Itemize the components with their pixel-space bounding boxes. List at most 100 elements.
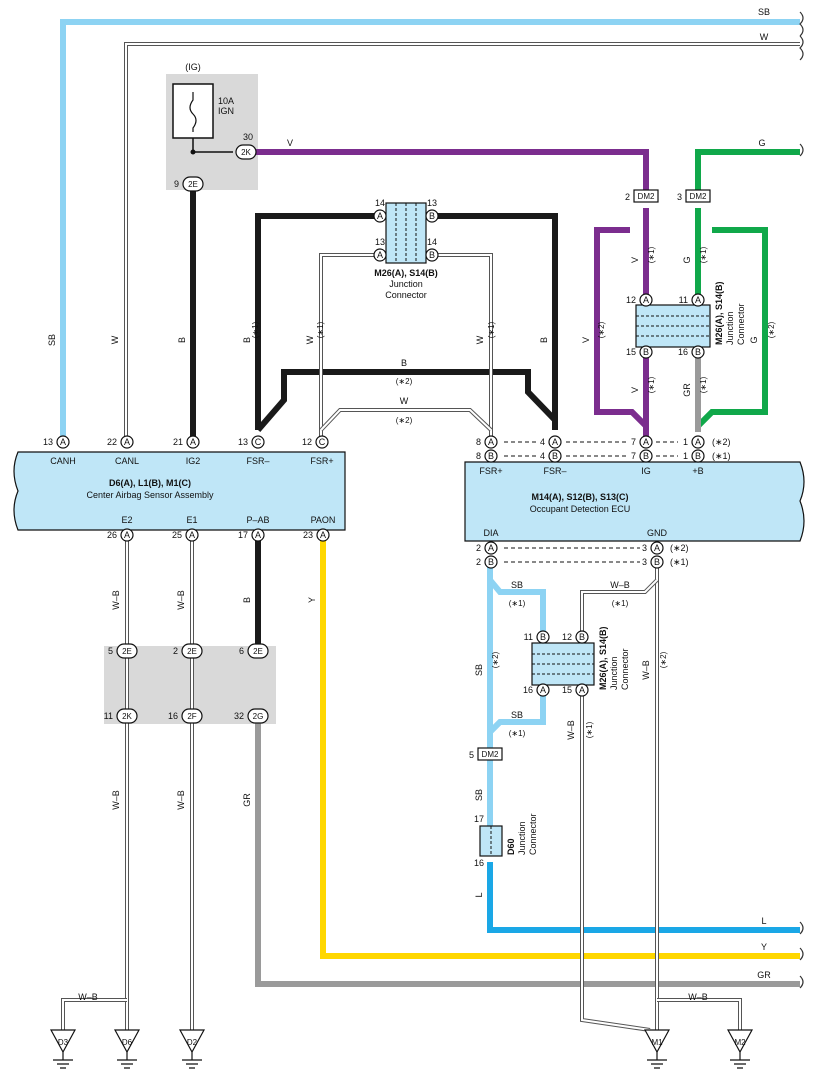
ecu-top-label-3: +B [692,466,703,476]
low-conn-num-top-1: 2 [173,646,178,656]
ca-top-pin-3-circle [251,435,265,449]
wl-h-g: G [758,138,765,148]
fuse-title: (IG) [185,62,201,72]
ca-bot-pin-1-circle [185,528,199,542]
ca-bot-label-0: E2 [121,515,132,525]
wl-h-wb-d3: W–B [78,992,98,1002]
wl-wb-e1: W–B [176,790,186,810]
d60-num-17: 17 [474,814,484,824]
wl-h-w-note: (∗2) [396,416,413,425]
wl-wb-e2: W–B [111,790,121,810]
center-airbag-title: D6(A), L1(B), M1(C) [109,478,191,488]
wl-h-b-note: (∗2) [396,377,413,386]
wire-wb-m2 [657,999,741,1030]
nl-g-1: (∗1) [699,246,708,263]
dm2-v-num: 2 [625,192,630,202]
wire-b-fsr-top-right [432,213,558,430]
ecu-top-a-1-circle [548,435,562,449]
nl-v-1: (∗1) [647,246,656,263]
low-conn-num-bot-2: 32 [234,711,244,721]
nl-sb-dia: (∗2) [491,651,500,668]
ca-top-label-0: CANH [50,456,76,466]
ecu-top-num-b-3: 1 [683,451,688,461]
junction-mid-lines [636,315,710,337]
wl-h-w: W [760,32,769,42]
jt-pin-b2: B [429,250,435,260]
low-conn-bot-0: 2K [122,712,132,721]
low-conn-num-top-2: 6 [239,646,244,656]
jm-line2: Connector [736,303,746,345]
jm-pin-b2: B [695,347,701,357]
ca-bot-pin-0-circle [120,528,134,542]
ecu-top-b-2: B [643,451,649,461]
wire-l-bottom [487,862,800,933]
ground-lines [53,1052,750,1069]
ground-label-3: M1 [651,1038,663,1047]
jt-pin-b2-circle [425,248,439,262]
ecu-gnd-b: B [654,557,660,567]
ca-bot-pin-2: A [255,530,261,540]
wl-gr-low: GR [242,793,252,807]
jl-pin-a2: A [579,685,585,695]
jl-pin-b1: B [540,632,546,642]
d60-line2: Connector [528,813,538,855]
ca-top-pin-0-circle [56,435,70,449]
low-conn-top-1-shape [181,643,203,659]
ca-top-pin-0: A [60,437,66,447]
jt-pin-a2: A [377,250,383,260]
ecu-gnd-b-circle [650,555,664,569]
jm-pin-a2: A [695,295,701,305]
ecu-bot-label-1: GND [647,528,668,538]
nl-wb-gnd: (∗2) [659,651,668,668]
conn-2k-top-shape [235,144,257,160]
wire-w-fsr-left-outline [319,253,380,441]
wl-h-sb-low: SB [511,710,523,720]
jl-pin-b1-circle [536,630,550,644]
dm2-sb-num: 5 [469,750,474,760]
nl-v-br: (∗2) [597,321,606,338]
ground-label-0: D3 [58,1038,69,1047]
ca-top-pin-1: A [124,437,130,447]
fuse-node [190,149,196,155]
wl-wb-e2-top: W–B [111,590,121,610]
wl-w-fsr-r: W [475,335,485,344]
ca-bot-label-1: E1 [186,515,197,525]
low-conn-num-bot-1: 16 [168,711,178,721]
ecu-dia-a: A [488,543,494,553]
wire-g-branch [695,227,768,429]
ecu-top-num-a-0: 8 [476,437,481,447]
dynamic-layer: A13CANHA22CANLA21IG2C13FSR–C12FSR+E2A26E… [43,7,776,1047]
jm-pin-a1: A [643,295,649,305]
ca-bot-num-3: 23 [303,530,313,540]
jm-pin-b1: B [643,347,649,357]
ecu-top-a-2-circle [639,435,653,449]
nl-b-l: (∗1) [251,321,260,338]
wl-h-b: B [401,358,407,368]
nl-g-br: (∗2) [767,321,776,338]
ca-top-num-4: 12 [302,437,312,447]
ecu-gnd-note-b: (∗1) [670,557,689,567]
wl-h-sb-low-note: (∗1) [509,729,526,738]
ground-symbols [49,1029,754,1054]
nl-v-2: (∗1) [647,376,656,393]
jl-num-11: 11 [524,632,533,642]
junction-top-lines [395,203,417,263]
wire-sb-top [60,19,800,441]
low-conn-top-0: 2E [122,647,132,656]
ca-bot-label-2: P–AB [246,515,269,525]
ecu-note-top-b: (∗1) [712,451,731,461]
jt-pin-b1-circle [425,209,439,223]
wl-h-w-mid: W [400,396,409,406]
ecu-top-label-1: FSR– [543,466,566,476]
ca-top-num-3: 13 [238,437,248,447]
jt-pin-a1: A [377,211,383,221]
nl-wb-j: (∗1) [585,721,594,738]
ca-top-pin-2: A [190,437,196,447]
wl-gr: GR [682,383,692,397]
jm-pin-b1-circle [639,345,653,359]
wire-g-top [695,149,800,198]
d60-num-16: 16 [474,858,484,868]
dm2-g-label: DM2 [690,192,707,201]
jt-pin-a2-circle [373,248,387,262]
